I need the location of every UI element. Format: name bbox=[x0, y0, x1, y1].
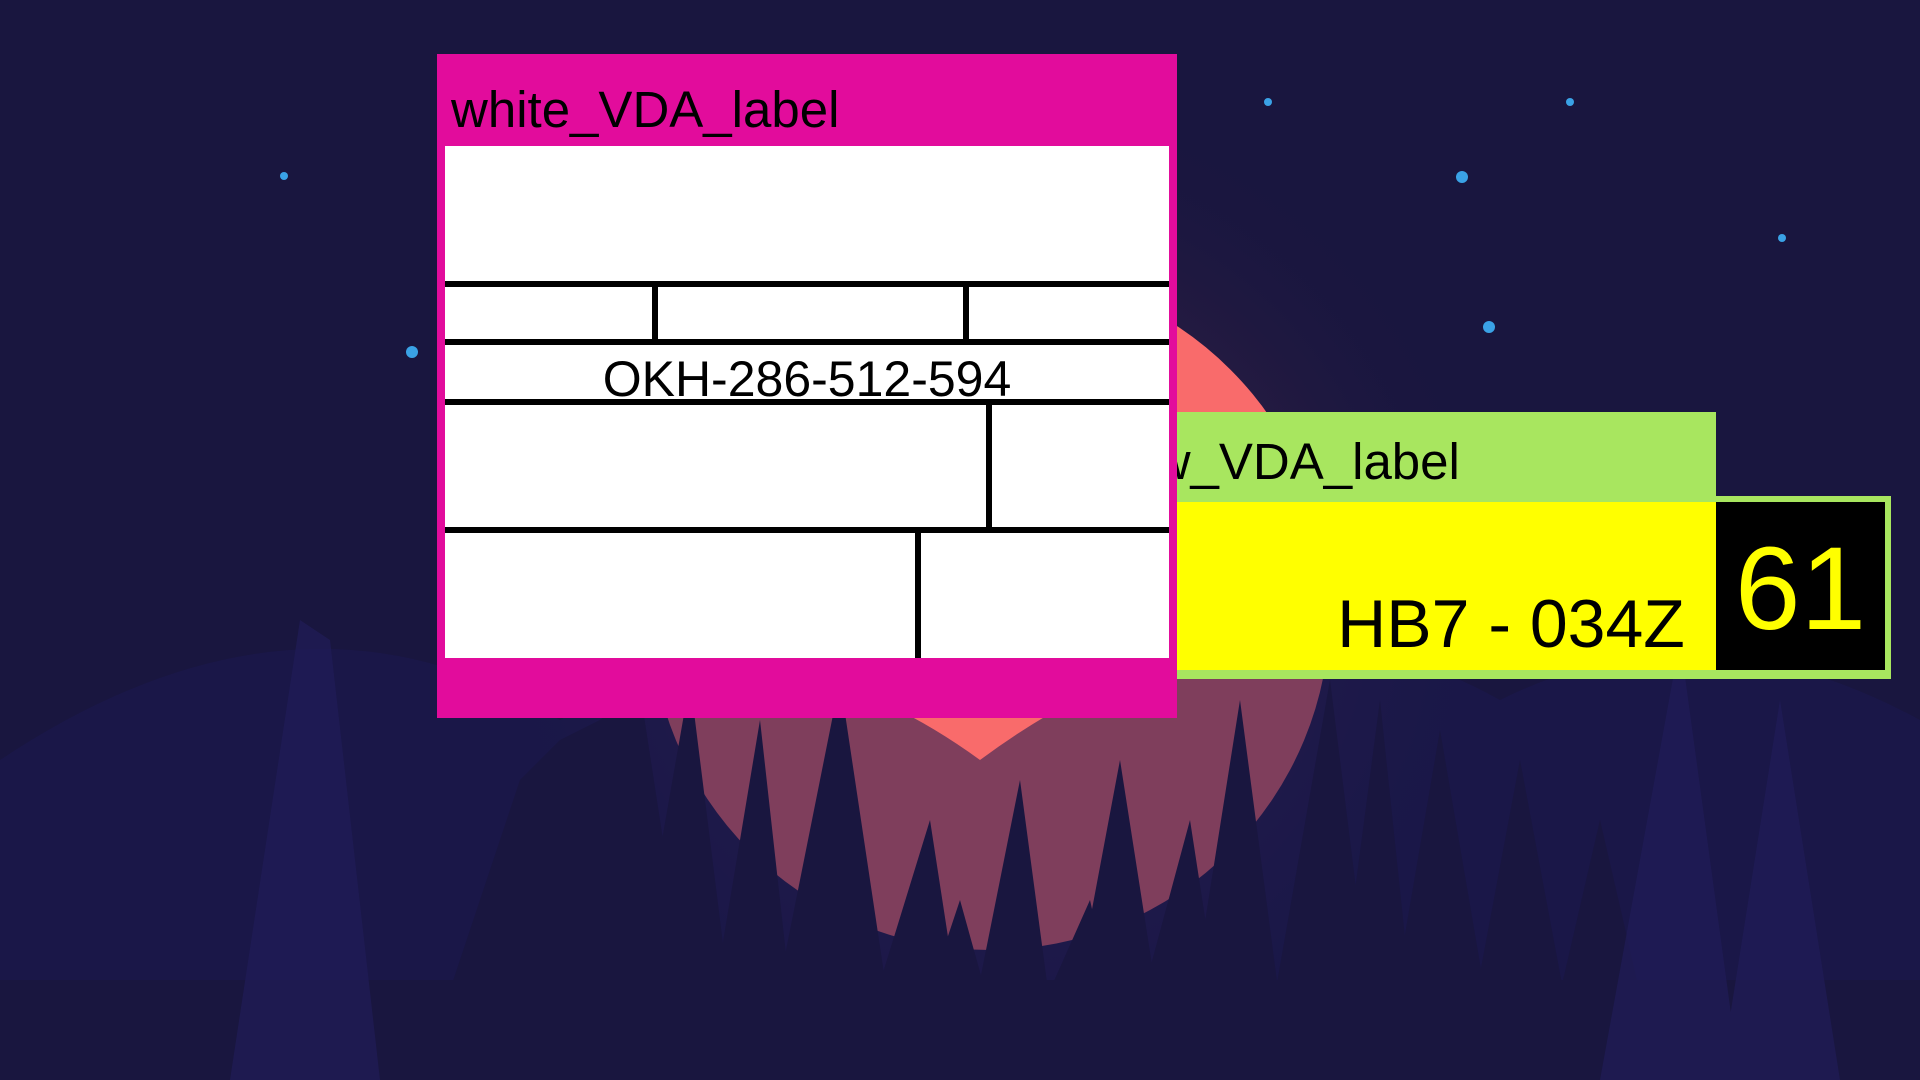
star bbox=[1778, 234, 1786, 242]
yellow-label-number: 61 bbox=[1734, 523, 1867, 655]
yellow-window-titlebar[interactable]: low_VDA_label bbox=[1100, 412, 1716, 500]
grid-divider bbox=[445, 281, 1169, 287]
yellow-vda-label-window[interactable]: low_VDA_label HB7 - 034Z 61 bbox=[1100, 412, 1891, 679]
yellow-plate: HB7 - 034Z bbox=[1106, 502, 1716, 670]
forest bbox=[0, 680, 1920, 1080]
star bbox=[1264, 98, 1272, 106]
yellow-number-box: 61 bbox=[1716, 502, 1885, 670]
star bbox=[1483, 321, 1495, 333]
star bbox=[1456, 171, 1468, 183]
white-vda-label-window[interactable]: white_VDA_label OKH-286-512-594 bbox=[437, 54, 1177, 718]
white-label-body: OKH-286-512-594 bbox=[437, 140, 1177, 718]
star bbox=[406, 346, 418, 358]
star bbox=[280, 172, 288, 180]
grid-divider bbox=[986, 399, 992, 527]
grid-divider bbox=[652, 281, 658, 339]
yellow-label-body: HB7 - 034Z 61 bbox=[1100, 496, 1891, 679]
white-window-titlebar[interactable]: white_VDA_label bbox=[437, 54, 1177, 140]
grid-divider bbox=[445, 339, 1169, 345]
white-label-grid: OKH-286-512-594 bbox=[445, 146, 1169, 658]
white-label-code: OKH-286-512-594 bbox=[602, 351, 1012, 407]
white-window-title: white_VDA_label bbox=[451, 81, 840, 138]
grid-divider bbox=[915, 527, 921, 658]
yellow-label-code: HB7 - 034Z bbox=[1337, 586, 1685, 662]
grid-divider bbox=[445, 527, 1169, 533]
grid-divider bbox=[445, 399, 1169, 405]
grid-divider bbox=[963, 281, 969, 339]
star bbox=[1566, 98, 1574, 106]
